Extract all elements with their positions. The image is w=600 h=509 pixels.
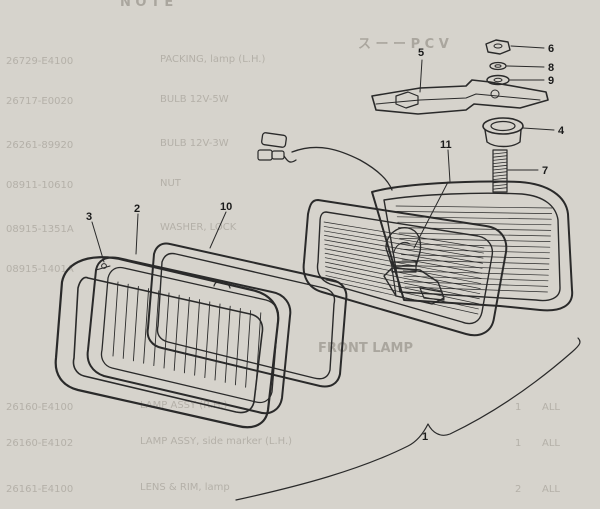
bleed-desc: BULB 12V-5W [160,94,229,105]
bleed-code: 26729-E4100 [6,56,73,67]
part-stud [492,149,508,193]
part-washer-small [489,61,507,71]
callout-4: 4 [558,125,565,137]
bleed-ref: ALL [542,484,560,495]
callout-10: 10 [220,201,232,213]
bleed-qty: 1 [515,402,521,413]
bleed-desc: LAMP ASSY, side marker (L.H.) [140,436,292,447]
bleed-code: 26160-E4102 [6,438,73,449]
callout-7: 7 [542,165,548,177]
bleed-code: 26161-E4100 [6,484,73,495]
bleed-qty: 2 [515,484,521,495]
bleed-ref: ALL [542,402,560,413]
bleed-code: 26261-89920 [6,140,73,151]
bleed-code: 26717-E0020 [6,96,73,107]
bleed-desc: NUT [160,178,182,189]
callout-8: 8 [548,62,554,74]
callout-5: 5 [418,47,424,59]
bleed-desc: BULB 12V-3W [160,138,229,149]
part-rim-bezel [54,256,280,429]
bleed-desc: LENS & RIM, lamp [140,482,230,493]
part-wire-harness [257,132,393,191]
bleed-header: N O T E [120,0,173,10]
part-mounting-bracket [371,79,549,115]
part-reflector [302,199,508,337]
bleed-code: 08915-1401A [6,264,74,275]
bleed-desc: PACKING, lamp (L.H.) [160,54,265,65]
callout-2: 2 [134,203,140,215]
callout-11: 11 [440,139,452,151]
callout-6: 6 [548,43,554,55]
bleed-code: 26160-E4100 [6,402,73,413]
bleed-ref: ALL [542,438,560,449]
callout-3: 3 [86,211,92,223]
leader-lines [91,45,555,263]
bleed-through-layer: N O T E ス ー ー P C V 26729-E4100 PACKING,… [6,0,560,495]
callout-9: 9 [548,75,554,87]
callout-1: 1 [422,431,428,443]
part-grommet [482,117,524,148]
bleed-qty: 1 [515,438,521,449]
part-washer [486,74,510,86]
bleed-desc: LAMP ASSY (R.H.) [140,400,227,411]
part-packing-gasket [146,242,348,388]
bleed-section-title: ス ー ー P C V [358,37,449,52]
assembly-brace [235,337,581,501]
bleed-code: 08915-1351A [6,224,74,235]
part-nut [485,39,511,55]
callout-labels: 1 2 3 4 5 6 7 8 9 10 11 [86,43,565,443]
bleed-code: 08911-10610 [6,180,73,191]
bleed-desc: WASHER, LOCK [160,222,237,233]
